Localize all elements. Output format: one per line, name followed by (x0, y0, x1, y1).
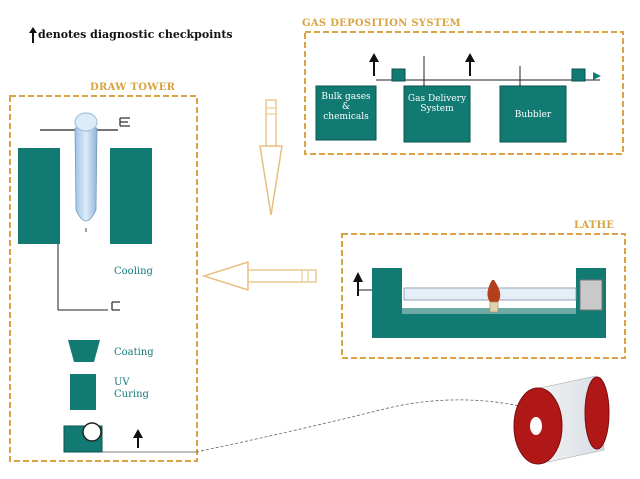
torch-flame (487, 280, 501, 302)
flow-arrow-left (201, 260, 317, 292)
lathe-chuck (579, 279, 603, 311)
gauge-icon (111, 301, 120, 311)
bulk-gases-label: Bulk gases & chemicals (321, 92, 371, 122)
bulk-gases-box (315, 85, 377, 141)
flow-arrow-down (259, 99, 283, 216)
fiber-trail (195, 399, 521, 453)
uv-curing-block (70, 374, 96, 410)
bubbler-label: Bubbler (514, 110, 552, 120)
torch (489, 301, 499, 313)
checkpoint-arrow-icon (133, 429, 143, 448)
gas-delivery-label: Gas Delivery System (407, 94, 467, 114)
gas-delivery-box (403, 85, 471, 143)
lathe-rail (402, 308, 576, 314)
gas-deposition-title: GAS DEPOSITION SYSTEM (302, 18, 461, 29)
outlet-arrow-icon (593, 72, 601, 80)
lathe-headstock (372, 268, 402, 338)
preform-top (74, 112, 98, 132)
checkpoint-arrow-icon (353, 272, 363, 296)
valve-icon (571, 68, 586, 82)
checkpoint-arrow-icon (369, 53, 379, 76)
checkpoint-arrow-icon (29, 27, 37, 43)
legend-text: denotes diagnostic checkpoints (38, 28, 233, 41)
coating-cup (68, 340, 100, 362)
checkpoint-arrow-icon (465, 53, 475, 76)
fiber-spool (513, 375, 610, 465)
draw-tower-frame (9, 95, 198, 462)
draw-tower-title: DRAW TOWER (90, 82, 176, 93)
uv-curing-label: UV Curing (114, 377, 149, 400)
capstan-wheel (82, 422, 102, 442)
lathe-frame (341, 233, 626, 359)
gauge-icon (119, 117, 130, 127)
bubbler-box (499, 85, 567, 143)
preform-rod (74, 127, 98, 222)
gas-deposition-frame (304, 31, 624, 155)
valve-icon (391, 68, 406, 82)
coating-label: Coating (114, 347, 154, 358)
furnace-left (18, 148, 60, 244)
furnace-right (110, 148, 152, 244)
lathe-base (372, 314, 604, 338)
cooling-label: Cooling (114, 266, 153, 277)
lathe-title: LATHE (574, 220, 615, 231)
